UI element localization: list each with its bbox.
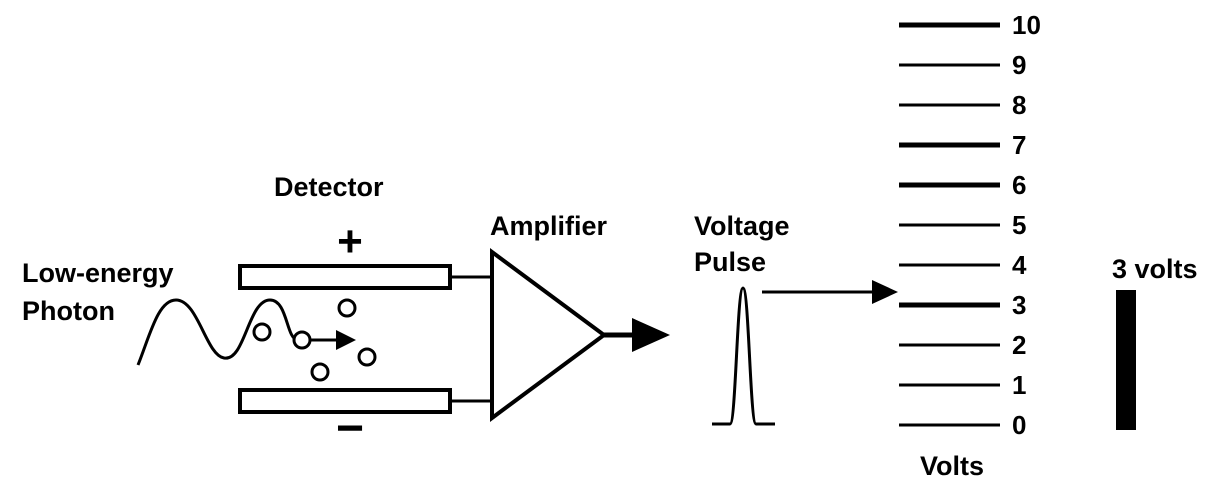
scale-tick-label-6: 6	[1012, 170, 1026, 200]
scale-tick-label-10: 10	[1012, 10, 1041, 40]
photon-wave-icon	[136, 298, 299, 366]
photon-label-line2: Photon	[22, 296, 115, 326]
scale-tick-label-9: 9	[1012, 50, 1026, 80]
scale-tick-label-1: 1	[1012, 370, 1026, 400]
ion-pair-icon	[252, 298, 377, 382]
ion-2	[292, 330, 312, 350]
pulse-arrow-head	[872, 280, 898, 304]
amplifier-triangle-icon	[490, 248, 608, 422]
amplifier-label: Amplifier	[490, 211, 608, 241]
detector-top-plate	[238, 264, 452, 290]
scale-tick-label-2: 2	[1012, 330, 1026, 360]
photon-label-line1: Low-energy	[22, 258, 174, 288]
voltage-pulse-icon	[712, 286, 775, 426]
scale-tick-label-5: 5	[1012, 210, 1026, 240]
ion-5	[310, 362, 330, 382]
ion-1	[252, 322, 272, 342]
pulse-label-line2: Pulse	[694, 247, 766, 277]
scale-tick-label-3: 3	[1012, 290, 1026, 320]
volts-scale: 0 1 2 3 4 5 6 7 8 9 10	[899, 10, 1041, 440]
ion-arrow-head	[336, 330, 356, 350]
reading-bar	[1116, 290, 1136, 430]
scale-tick-label-0: 0	[1012, 410, 1026, 440]
amplifier-output-arrowhead	[632, 318, 670, 352]
ion-4	[357, 347, 377, 367]
volts-axis-title: Volts	[920, 451, 984, 481]
scale-tick-label-4: 4	[1012, 250, 1027, 280]
reading-label: 3 volts	[1112, 254, 1198, 284]
scale-tick-label-8: 8	[1012, 90, 1026, 120]
detector-label: Detector	[274, 172, 384, 202]
ion-3	[337, 298, 357, 318]
scale-tick-label-7: 7	[1012, 130, 1026, 160]
plus-sign: +	[337, 217, 363, 266]
minus-sign: −	[336, 402, 364, 455]
pulse-label-line1: Voltage	[694, 211, 790, 241]
